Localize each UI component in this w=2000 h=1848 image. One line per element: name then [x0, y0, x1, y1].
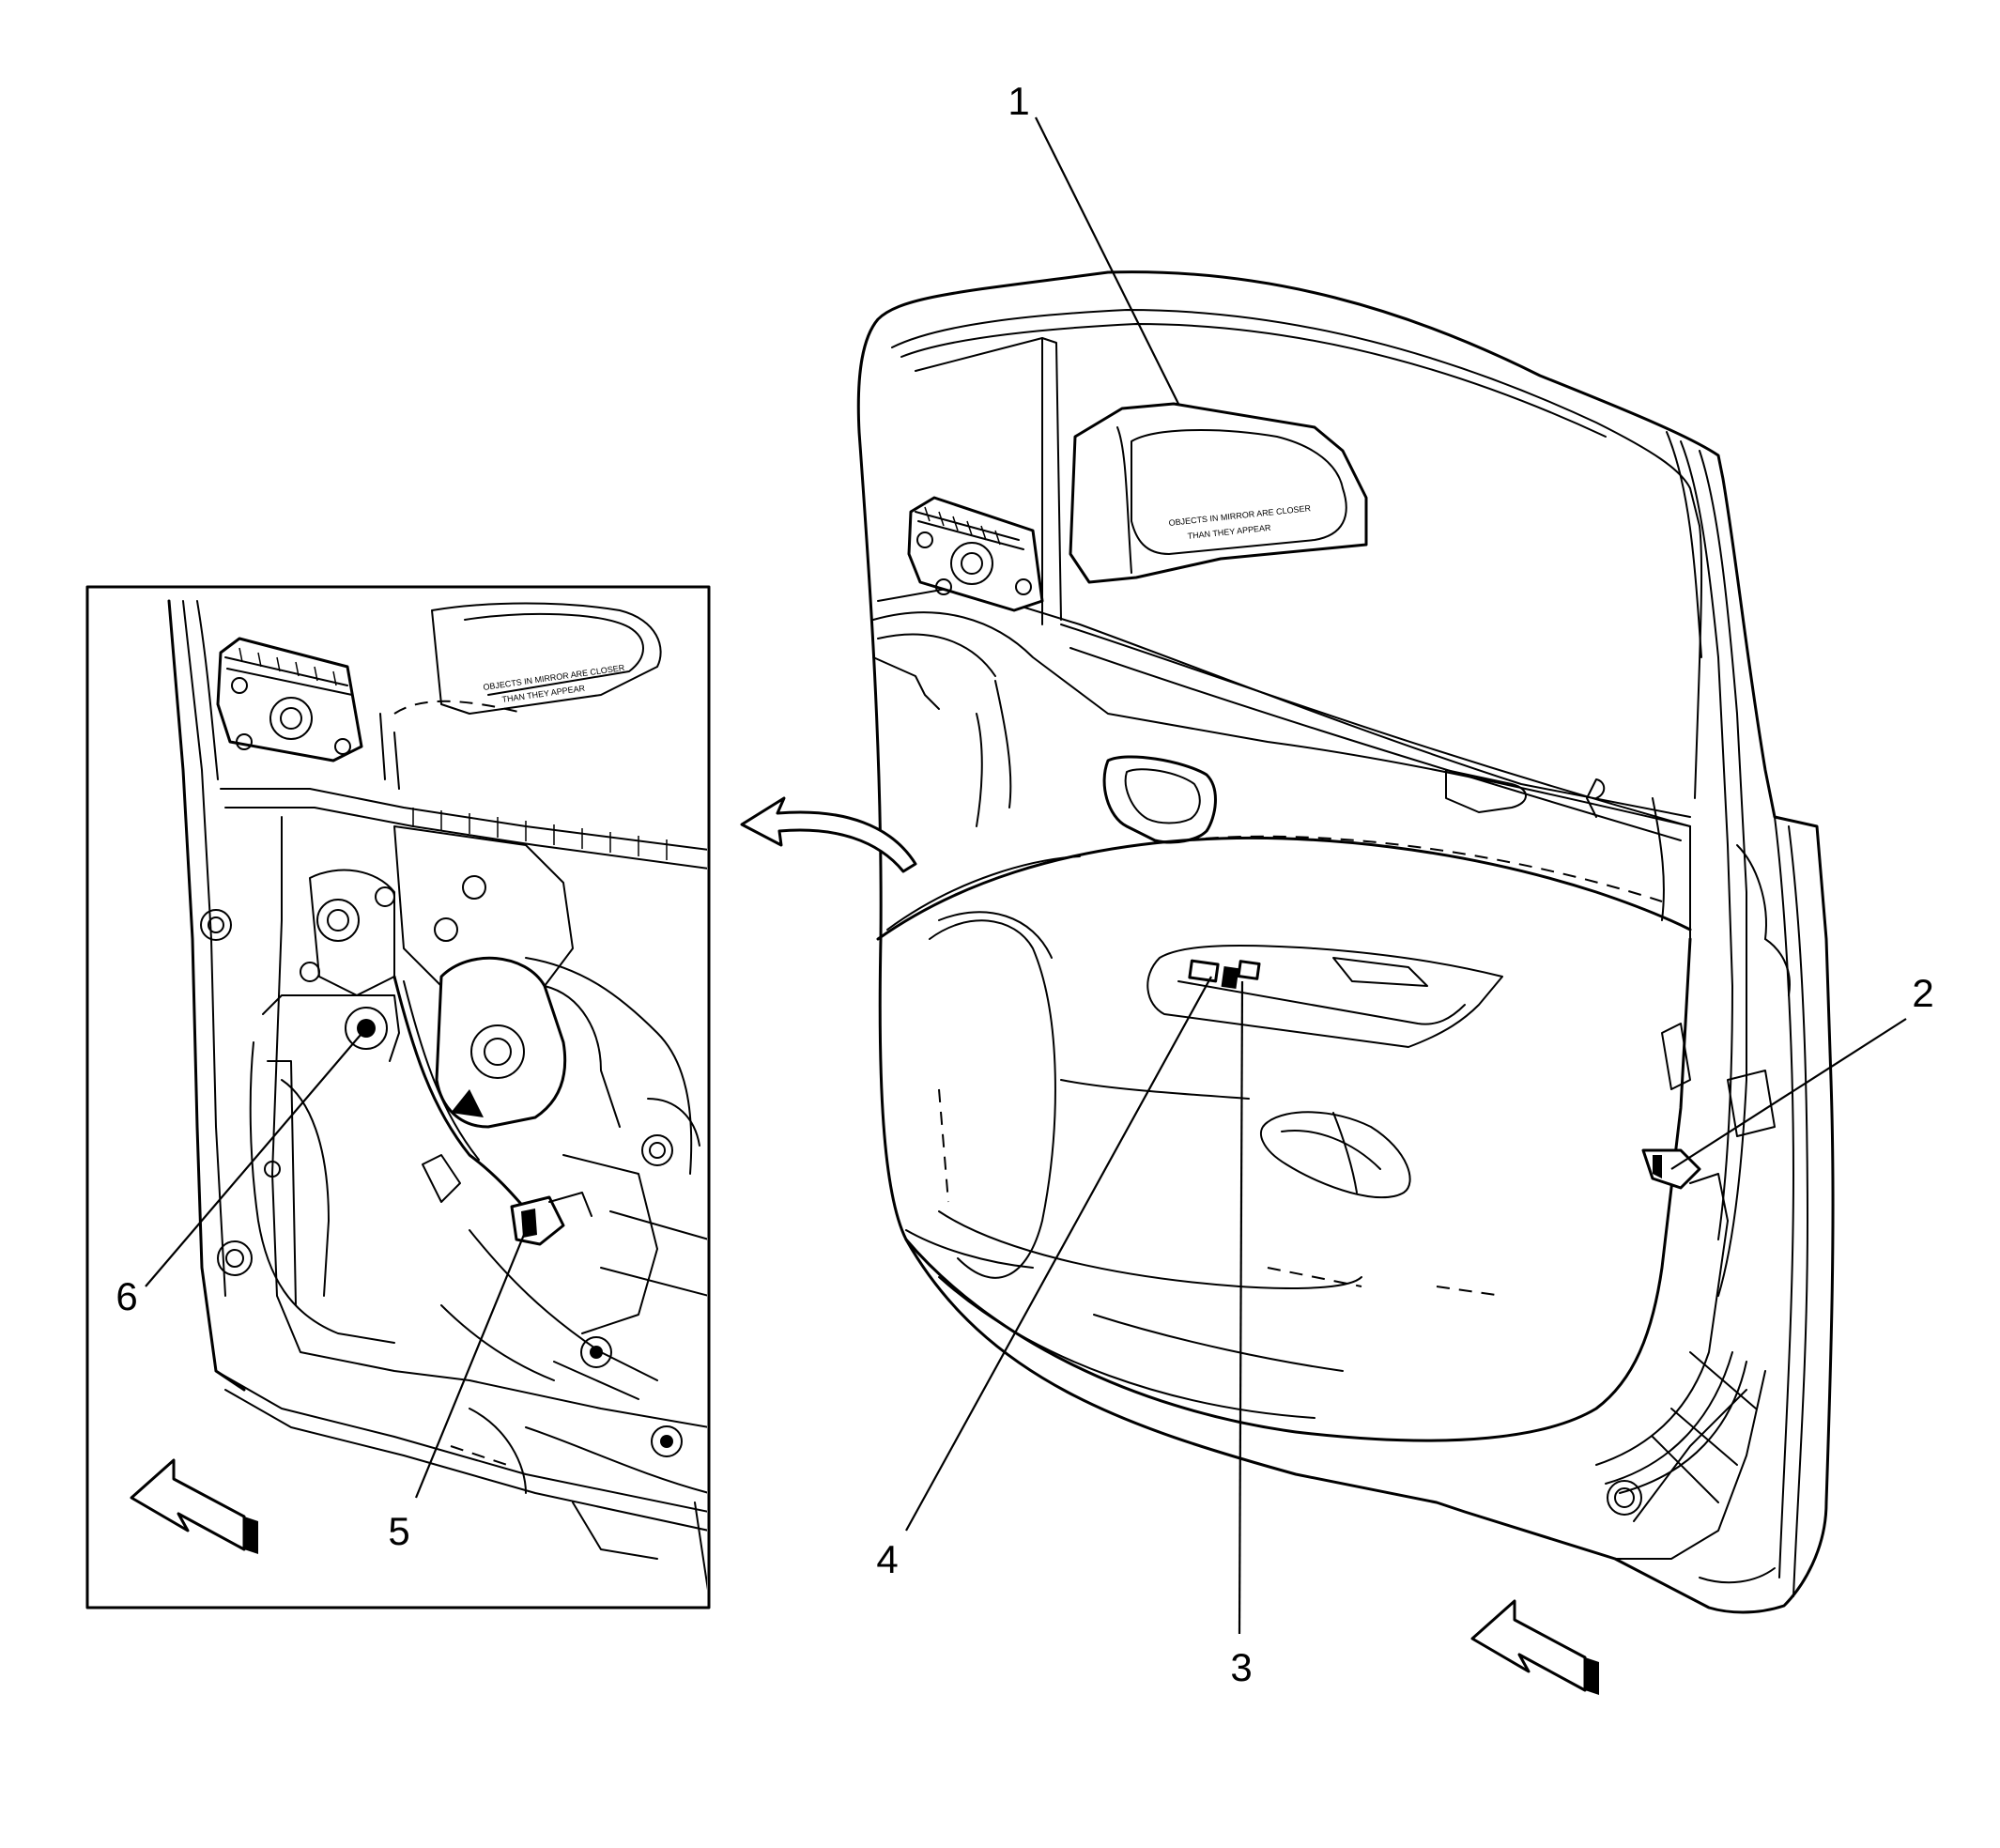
mirror-mount-bracket — [907, 496, 1044, 612]
window-frame-inner — [891, 309, 1703, 799]
outside-mirror: OBJECTS IN MIRROR ARE CLOSER THAN THEY A… — [1069, 402, 1368, 584]
callout-6: 6 — [115, 1274, 137, 1318]
door-assembly: OBJECTS IN MIRROR ARE CLOSER THAN THEY A… — [856, 270, 1835, 1614]
detail-view-frame — [85, 585, 711, 1609]
view-direction-arrow-icon — [130, 1458, 258, 1554]
upper-trim-panel — [872, 611, 1691, 827]
callout-5: 5 — [388, 1509, 409, 1553]
window-switch-bezel — [1146, 945, 1503, 1048]
callouts: 1 2 3 4 5 6 — [115, 79, 1933, 1689]
callout-4: 4 — [876, 1537, 898, 1581]
door-pull-cup — [1259, 1111, 1411, 1199]
speaker-area — [929, 919, 1056, 1279]
view-direction-arrow-icon — [1470, 1599, 1599, 1695]
trim-bottom-edge — [904, 937, 1692, 1442]
inside-door-handle — [1102, 755, 1217, 844]
trim-swoop — [876, 836, 1692, 941]
callout-1: 1 — [1008, 79, 1029, 123]
door-outer-frame — [856, 270, 1835, 1614]
detail-reference-arrow-icon — [740, 796, 917, 873]
lock-knob — [1586, 778, 1606, 818]
callout-3: 3 — [1230, 1645, 1252, 1689]
callout-2: 2 — [1912, 971, 1933, 1015]
detail-view-inset: OBJECTS IN MIRROR ARE CLOSER THAN THEY A… — [85, 585, 711, 1609]
